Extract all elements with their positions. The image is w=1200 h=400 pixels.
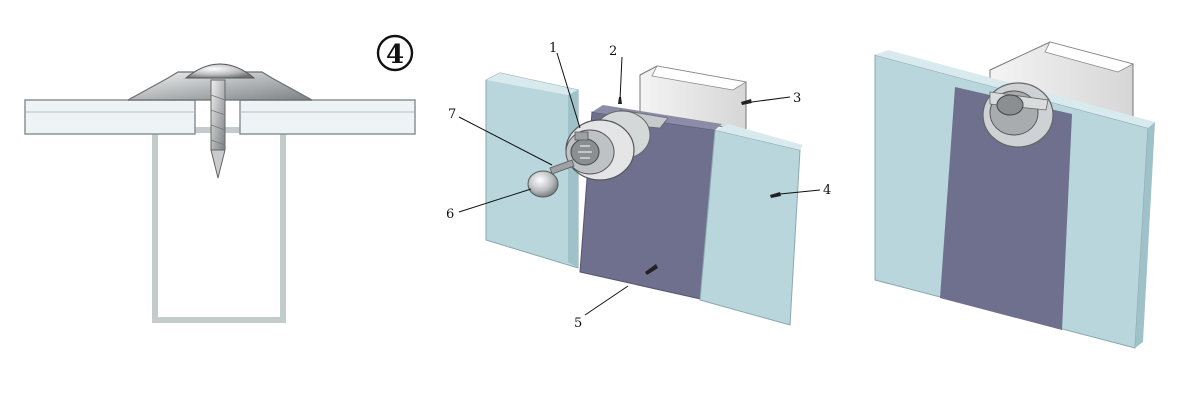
panel-left — [485, 72, 579, 269]
panel-assembled-dark-band — [940, 87, 1072, 330]
exploded-view: 1 2 3 4 5 6 7 — [446, 41, 831, 331]
assembled-view — [874, 41, 1155, 349]
leader-lines — [458, 52, 821, 316]
callout-5: 5 — [574, 316, 582, 331]
cross-section-view — [24, 63, 416, 323]
thermo-washer-exploded — [565, 109, 669, 181]
screw-shank — [210, 79, 226, 151]
panel-section-left — [24, 99, 196, 135]
washer-cap-dome — [184, 63, 256, 79]
callout-3: 3 — [793, 91, 801, 106]
callout-4: 4 — [823, 183, 831, 198]
panel-right — [699, 129, 801, 326]
step-number-badge: 4 — [376, 34, 414, 72]
washer-cap — [527, 170, 559, 198]
step-number: 4 — [386, 40, 404, 70]
callout-7: 7 — [448, 107, 456, 122]
callout-6: 6 — [446, 207, 454, 222]
callout-1: 1 — [549, 41, 557, 56]
callout-2: 2 — [609, 44, 617, 59]
panel-section-right — [239, 99, 416, 135]
installed-thermo-washer — [982, 82, 1054, 148]
screw-shank-exploded — [549, 159, 575, 175]
